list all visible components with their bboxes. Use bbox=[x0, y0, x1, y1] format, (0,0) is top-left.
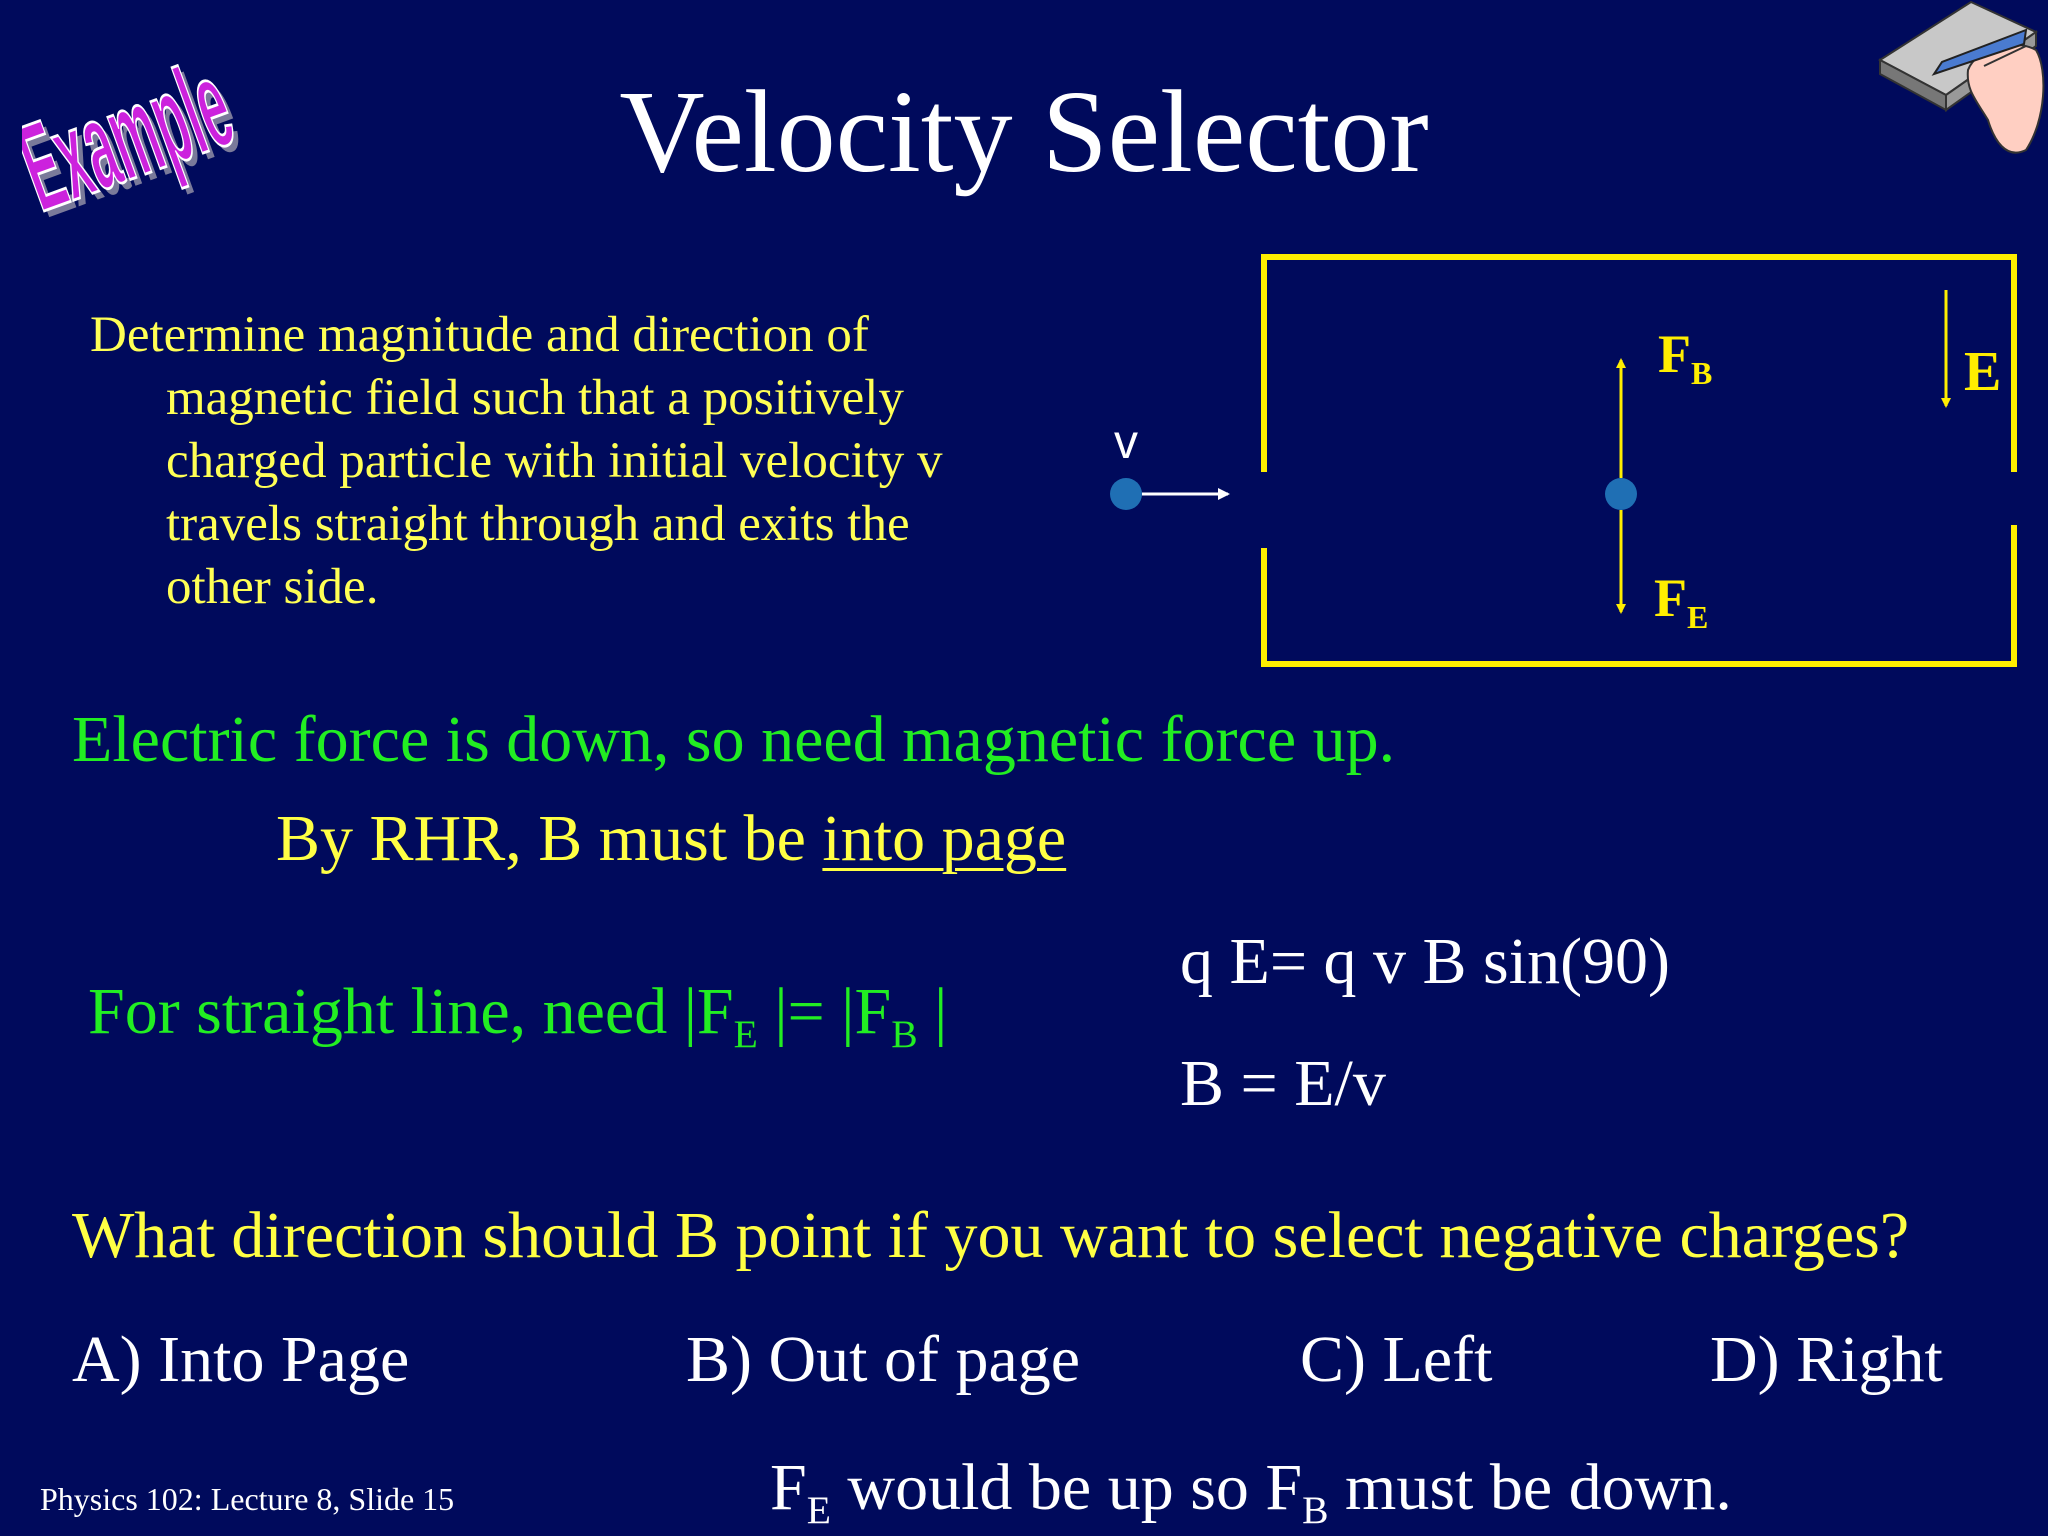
problem-line-5: other side. bbox=[166, 559, 379, 615]
selector-box-top bbox=[1261, 254, 2017, 472]
answer-explanation: FE would be up so FB must be down. bbox=[770, 1448, 1732, 1530]
problem-statement: Determine magnitude and direction of mag… bbox=[90, 304, 943, 619]
question: What direction should B point if you wan… bbox=[72, 1199, 1910, 1272]
answer-sub-b: B bbox=[1302, 1487, 1329, 1532]
option-a: A) Into Page bbox=[72, 1323, 410, 1396]
e-field-label: E bbox=[1964, 341, 2001, 403]
selector-box-bottom bbox=[1261, 525, 2017, 667]
rhr-answer: into page bbox=[822, 802, 1067, 875]
straight-sub-b: B bbox=[891, 1011, 918, 1056]
answer-text-2: would be up so F bbox=[830, 1451, 1303, 1524]
straight-text-2: |= |F bbox=[757, 975, 892, 1048]
rhr-prefix: By RHR, B must be bbox=[276, 802, 823, 875]
straight-sub-e: E bbox=[733, 1011, 758, 1056]
straight-line-condition: For straight line, need |FE |= |FB | bbox=[88, 972, 948, 1054]
answer-text-1: F bbox=[770, 1451, 807, 1524]
rhr-statement: By RHR, B must be into page bbox=[276, 799, 1066, 879]
option-d: D) Right bbox=[1710, 1323, 1943, 1396]
fe-label: FE bbox=[1654, 568, 1708, 635]
problem-line-3: charged particle with initial velocity v bbox=[166, 433, 943, 489]
particle-inside bbox=[1605, 478, 1637, 510]
straight-text-1: For straight line, need |F bbox=[88, 975, 734, 1048]
velocity-selector-diagram: v FB FE E bbox=[1110, 254, 2017, 667]
pencil-writing-icon bbox=[1878, 0, 2045, 154]
option-b: B) Out of page bbox=[686, 1323, 1081, 1396]
answer-sub-e: E bbox=[806, 1487, 831, 1532]
answer-text-3: must be down. bbox=[1328, 1451, 1732, 1524]
problem-line-1: Determine magnitude and direction of bbox=[90, 307, 869, 363]
fb-label: FB bbox=[1658, 324, 1712, 391]
equation-force-balance: q E= q v B sin(90) bbox=[1180, 925, 1671, 998]
incoming-particle bbox=[1110, 478, 1142, 510]
problem-line-4: travels straight through and exits the bbox=[166, 496, 910, 552]
slide-footer: Physics 102: Lecture 8, Slide 15 bbox=[40, 1481, 455, 1517]
straight-text-3: | bbox=[917, 975, 948, 1048]
velocity-label: v bbox=[1114, 416, 1138, 469]
page-title: Velocity Selector bbox=[619, 66, 1429, 197]
electric-force-statement: Electric force is down, so need magnetic… bbox=[72, 703, 1396, 776]
problem-line-2: magnetic field such that a positively bbox=[166, 370, 904, 426]
equation-b-field: B = E/v bbox=[1180, 1047, 1386, 1120]
option-c: C) Left bbox=[1300, 1323, 1493, 1396]
example-badge: Example Example bbox=[22, 36, 242, 236]
